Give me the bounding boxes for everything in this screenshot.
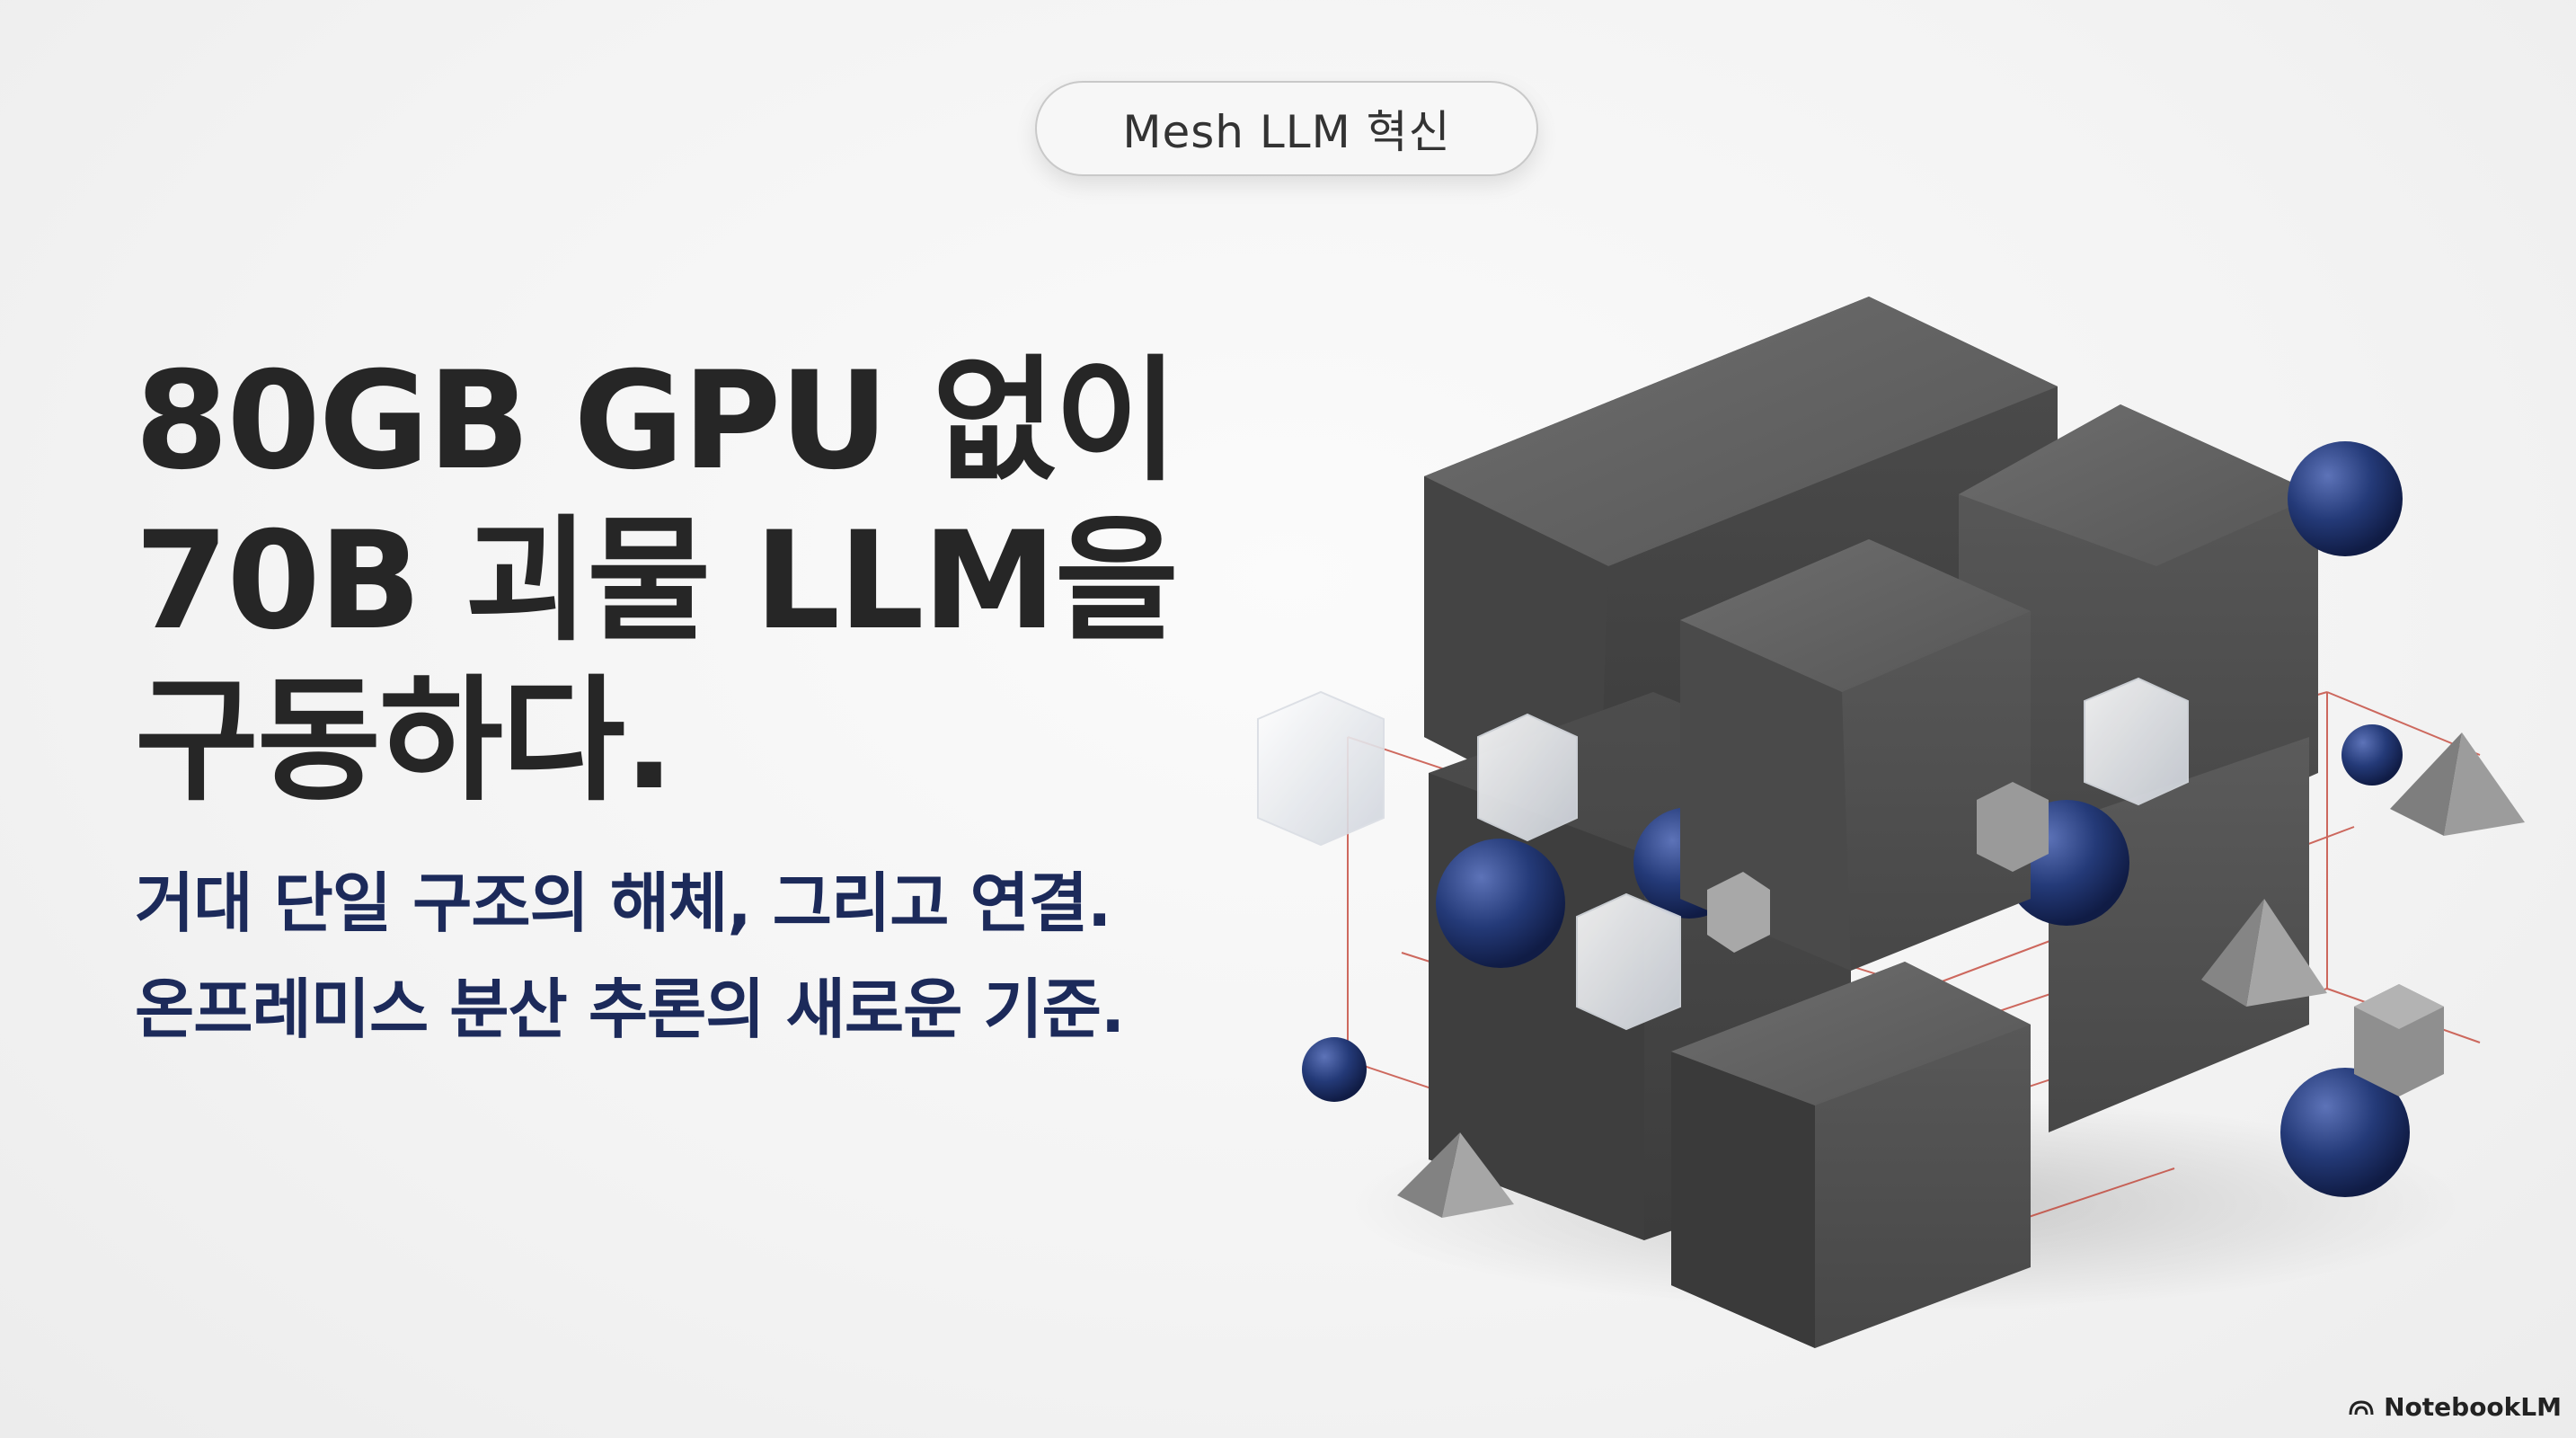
cube-block-bottom-center [1671,962,2031,1348]
pyramid-shapes [1397,732,2525,1218]
cube-block-back-right [1959,404,2318,845]
cube-block-front-center [1680,539,2031,971]
metal-cubes [1707,782,2444,1096]
subheadline-line-1: 거대 단일 구조의 해체, 그리고 연결. [135,865,1111,941]
notebooklm-brand: NotebookLM [2348,1392,2562,1422]
headline-line-2: 70B 괴물 LLM을 [135,503,1179,660]
topic-badge-label: Mesh LLM 혁신 [1122,106,1451,158]
subheadline-line-2: 온프레미스 분산 추론의 새로운 기준. [135,972,1125,1047]
headline-line-3: 구동하다. [135,663,675,820]
glass-cubes [1257,677,2189,1031]
fractured-cube-illustration [1257,297,2525,1348]
subheadline: 거대 단일 구조의 해체, 그리고 연결. 온프레미스 분산 추론의 새로운 기… [135,850,1303,1062]
topic-badge: Mesh LLM 혁신 [1035,81,1538,176]
headline: 80GB GPU 없이 70B 괴물 LLM을 구동하다. [135,342,1258,821]
headline-line-1: 80GB GPU 없이 [135,343,1179,500]
brand-label: NotebookLM [2384,1392,2562,1422]
notebooklm-logo-icon [2349,1399,2374,1415]
